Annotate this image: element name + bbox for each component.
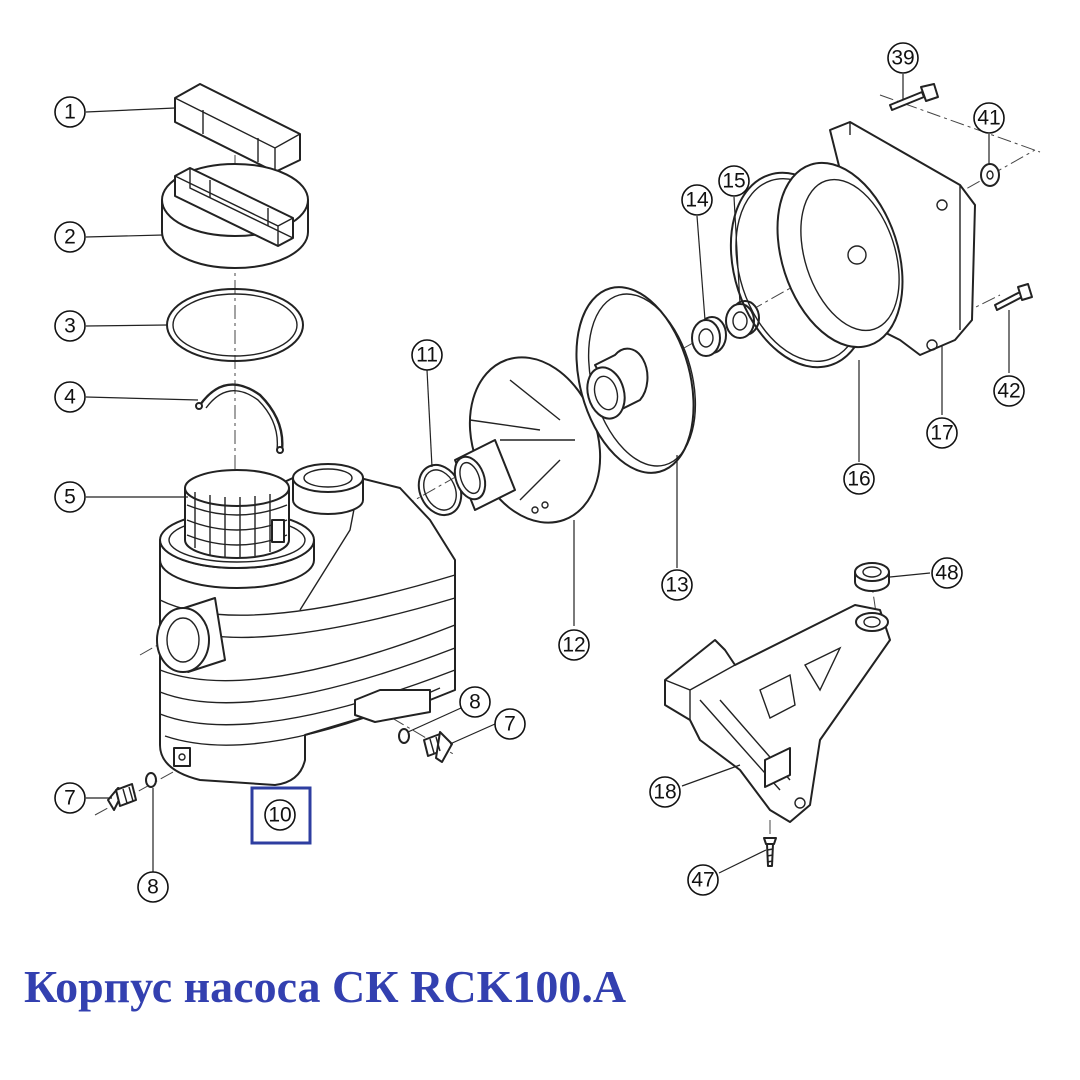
svg-text:1: 1 bbox=[64, 101, 76, 124]
part-39-bolt bbox=[889, 83, 939, 111]
callout-41: 41 bbox=[973, 102, 1005, 134]
svg-text:17: 17 bbox=[930, 422, 953, 445]
part-18-support-bracket bbox=[664, 604, 891, 823]
svg-text:42: 42 bbox=[997, 380, 1020, 403]
part-14-shaft-seal bbox=[691, 316, 727, 357]
part-41-washer bbox=[980, 163, 1000, 187]
svg-text:8: 8 bbox=[469, 691, 481, 714]
callout-8-left: 8 bbox=[137, 871, 169, 903]
callout-7-right: 7 bbox=[494, 708, 526, 740]
callout-2: 2 bbox=[54, 221, 86, 253]
part-2-lid bbox=[161, 163, 309, 269]
callout-12: 12 bbox=[558, 629, 590, 661]
part-15-seal-ring bbox=[725, 300, 760, 339]
part-7-drain-plug-left bbox=[107, 783, 137, 811]
svg-text:2: 2 bbox=[64, 226, 76, 249]
part-48-bushing bbox=[854, 562, 890, 592]
callout-18: 18 bbox=[649, 776, 681, 808]
callout-42: 42 bbox=[993, 375, 1025, 407]
part-4-clip bbox=[195, 383, 284, 454]
svg-text:14: 14 bbox=[685, 189, 709, 212]
callout-15: 15 bbox=[718, 165, 750, 197]
part-1-handle-bar bbox=[174, 83, 301, 173]
part-7-drain-plug-right bbox=[423, 731, 453, 763]
callout-1: 1 bbox=[54, 96, 86, 128]
callout-8-right: 8 bbox=[459, 686, 491, 718]
svg-text:41: 41 bbox=[977, 107, 1000, 130]
svg-text:8: 8 bbox=[147, 876, 159, 899]
part-8-seal-right bbox=[398, 728, 410, 744]
callout-48: 48 bbox=[931, 557, 963, 589]
callout-13: 13 bbox=[661, 569, 693, 601]
highlight-box-10 bbox=[250, 786, 312, 845]
part-12-diffuser bbox=[453, 356, 602, 524]
callout-14: 14 bbox=[681, 184, 713, 216]
callout-7-left: 7 bbox=[54, 782, 86, 814]
part-47-screw bbox=[763, 837, 777, 867]
callout-5: 5 bbox=[54, 481, 86, 513]
svg-text:3: 3 bbox=[64, 315, 76, 338]
part-17-seal-plate bbox=[776, 121, 976, 356]
part-42-bolt bbox=[994, 283, 1033, 311]
callout-10: 10 bbox=[264, 799, 296, 831]
callout-11: 11 bbox=[411, 339, 443, 371]
part-8-seal-left bbox=[145, 772, 157, 788]
callout-3: 3 bbox=[54, 310, 86, 342]
svg-text:4: 4 bbox=[64, 386, 76, 409]
part-13-impeller bbox=[575, 286, 697, 474]
svg-text:15: 15 bbox=[722, 170, 745, 193]
svg-text:47: 47 bbox=[691, 869, 714, 892]
callout-47: 47 bbox=[687, 864, 719, 896]
part-5-strainer-basket bbox=[184, 469, 290, 559]
svg-text:11: 11 bbox=[416, 344, 438, 367]
callout-17: 17 bbox=[926, 417, 958, 449]
callout-16: 16 bbox=[843, 463, 875, 495]
svg-text:5: 5 bbox=[64, 486, 76, 509]
svg-text:7: 7 bbox=[64, 787, 76, 810]
svg-text:10: 10 bbox=[268, 804, 291, 827]
svg-text:48: 48 bbox=[935, 562, 958, 585]
svg-text:16: 16 bbox=[847, 468, 870, 491]
svg-text:13: 13 bbox=[665, 574, 688, 597]
svg-text:7: 7 bbox=[504, 713, 516, 736]
diagram-caption: Корпус насоса СК RCK100.A bbox=[24, 961, 627, 1012]
svg-text:39: 39 bbox=[891, 47, 914, 70]
svg-text:18: 18 bbox=[653, 781, 676, 804]
svg-text:12: 12 bbox=[562, 634, 585, 657]
callout-39: 39 bbox=[887, 42, 919, 74]
leader-lines bbox=[85, 74, 1010, 874]
callout-4: 4 bbox=[54, 381, 86, 413]
